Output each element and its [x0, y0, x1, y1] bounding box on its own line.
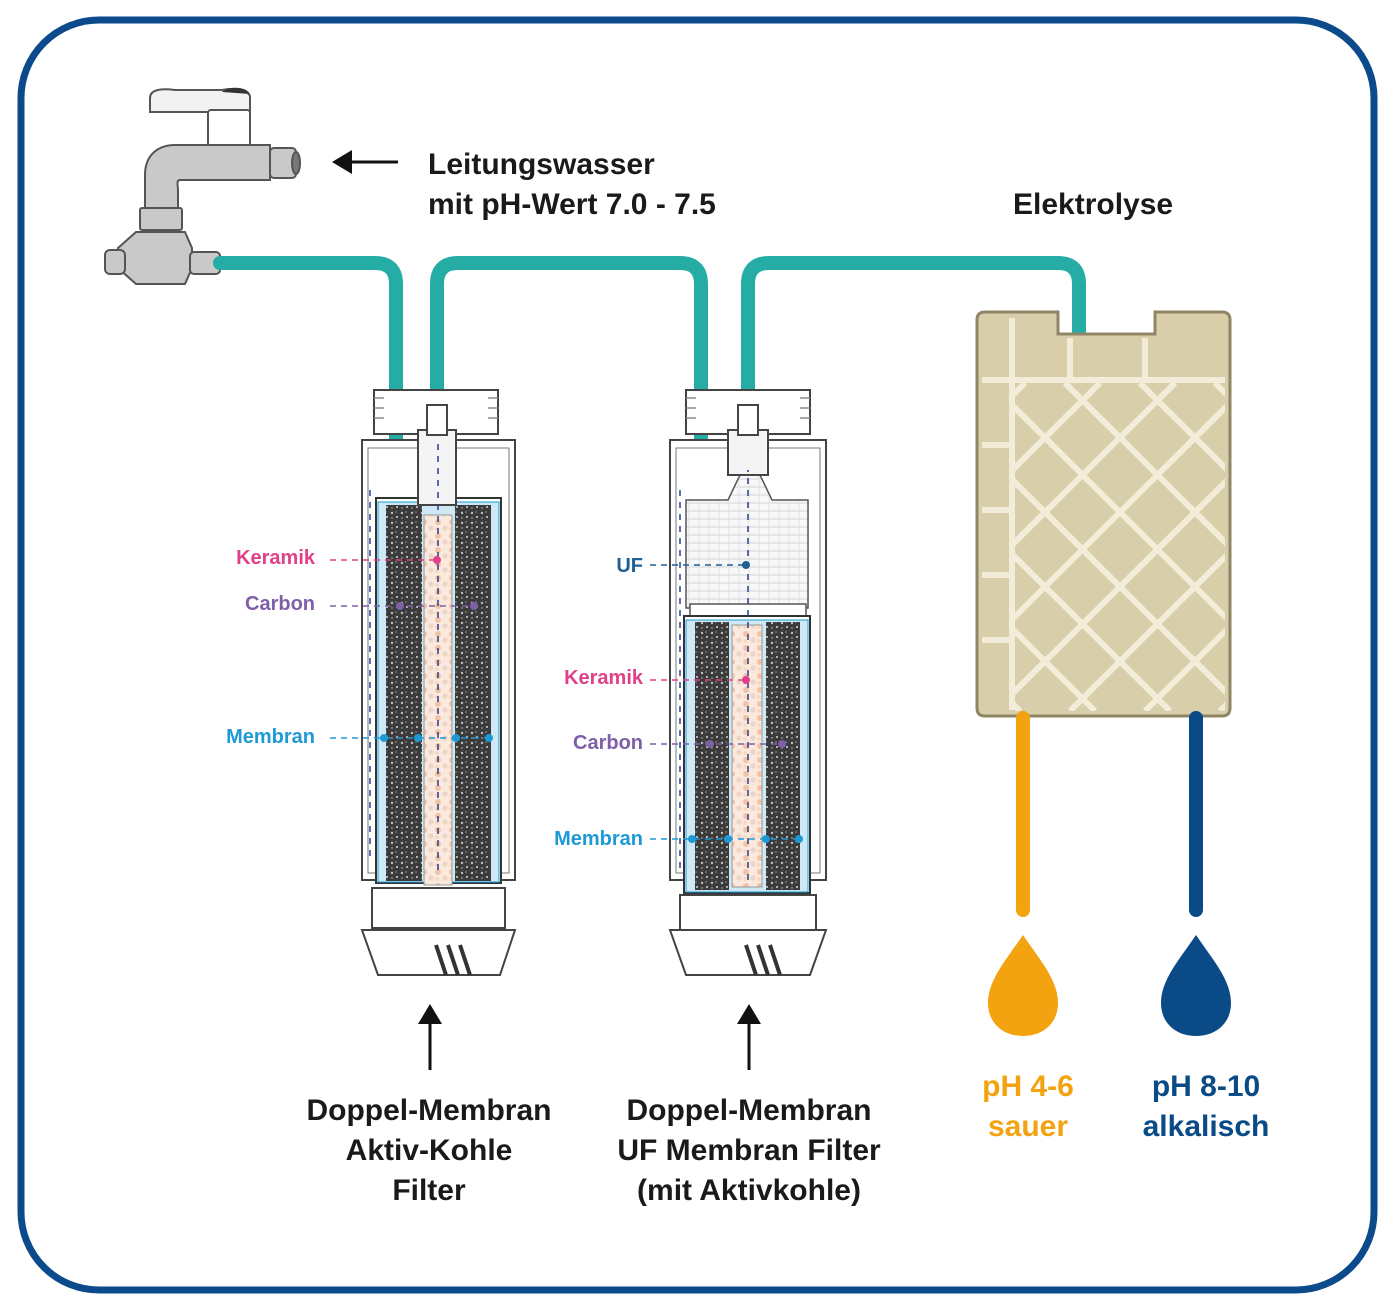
electrolysis-cell	[975, 310, 1232, 718]
filter2-cartridge	[668, 389, 828, 976]
cell-lattice-line	[1142, 627, 1225, 711]
filter2-label-membran: Membran	[554, 828, 643, 850]
filter1-cartridge	[360, 389, 517, 976]
filter2-dot-carbon-b	[778, 740, 786, 748]
pipe-filter2-to-cell	[741, 256, 1086, 425]
cell-lattice-line	[1015, 552, 1173, 711]
cell-lattice-line	[1015, 478, 1225, 696]
filter1-dot-keramik	[433, 556, 441, 564]
electrolysis-label: Elektrolyse	[1013, 188, 1173, 221]
filter1-label-keramik: Keramik	[236, 547, 316, 569]
filter1-dot-membran-b	[414, 734, 422, 742]
filter2-dot-membran-b	[724, 835, 732, 843]
filter2-dot-keramik	[742, 676, 750, 684]
filter2-dot-membran-c	[762, 835, 770, 843]
source-arrow	[332, 150, 398, 174]
pipe-tap-to-filter1	[213, 256, 403, 485]
alkaline-name-label: alkalisch	[1143, 1110, 1270, 1143]
filter2-caption-line3: (mit Aktivkohle)	[637, 1174, 861, 1207]
filter2-arrow	[737, 1004, 761, 1070]
source-label-line2: mit pH-Wert 7.0 - 7.5	[428, 188, 716, 221]
cell-lattice-line	[1015, 478, 1225, 696]
water-pipes	[213, 256, 1086, 485]
acid-drop-icon	[988, 935, 1058, 1036]
cell-lattice-line	[1015, 383, 1178, 547]
cell-lattice-line	[1137, 383, 1225, 472]
cell-lattice-line	[1067, 552, 1225, 711]
filter1-caption-line3: Filter	[392, 1174, 466, 1207]
acid-ph-label: pH 4-6	[982, 1070, 1074, 1103]
filter2-label-uf: UF	[616, 555, 643, 577]
alkaline-ph-label: pH 8-10	[1152, 1070, 1260, 1103]
filter1-caption-line1: Doppel-Membran	[306, 1094, 551, 1127]
filter2-label-keramik: Keramik	[564, 667, 644, 689]
filter1-arrow	[418, 1004, 442, 1070]
filter1-label-membran: Membran	[226, 726, 315, 748]
faucet-icon	[104, 87, 301, 285]
filter1-dot-membran-c	[452, 734, 460, 742]
source-label-line1: Leitungswasser	[428, 148, 655, 181]
filter2-dot-carbon-a	[706, 740, 714, 748]
filter1-dot-membran-a	[380, 734, 388, 742]
filter1-caption-line2: Aktiv-Kohle	[346, 1134, 513, 1167]
pipe-filter1-to-filter2	[430, 256, 708, 485]
filter2-caption-line2: UF Membran Filter	[617, 1134, 881, 1167]
filter2-dot-membran-a	[688, 835, 696, 843]
acid-name-label: sauer	[988, 1110, 1068, 1143]
cell-lattice-line	[1015, 627, 1098, 711]
filter1-dot-membran-d	[485, 734, 493, 742]
filter1-dot-carbon-a	[396, 602, 404, 610]
filter1-label-carbon: Carbon	[245, 593, 315, 615]
filter2-label-carbon: Carbon	[573, 732, 643, 754]
filter2-caption-line1: Doppel-Membran	[626, 1094, 871, 1127]
filter1-dot-carbon-b	[470, 602, 478, 610]
alkaline-drop-icon	[1161, 935, 1231, 1036]
cell-lattice-line	[1015, 383, 1103, 472]
filter2-dot-membran-d	[795, 835, 803, 843]
filter2-dot-uf	[742, 561, 750, 569]
